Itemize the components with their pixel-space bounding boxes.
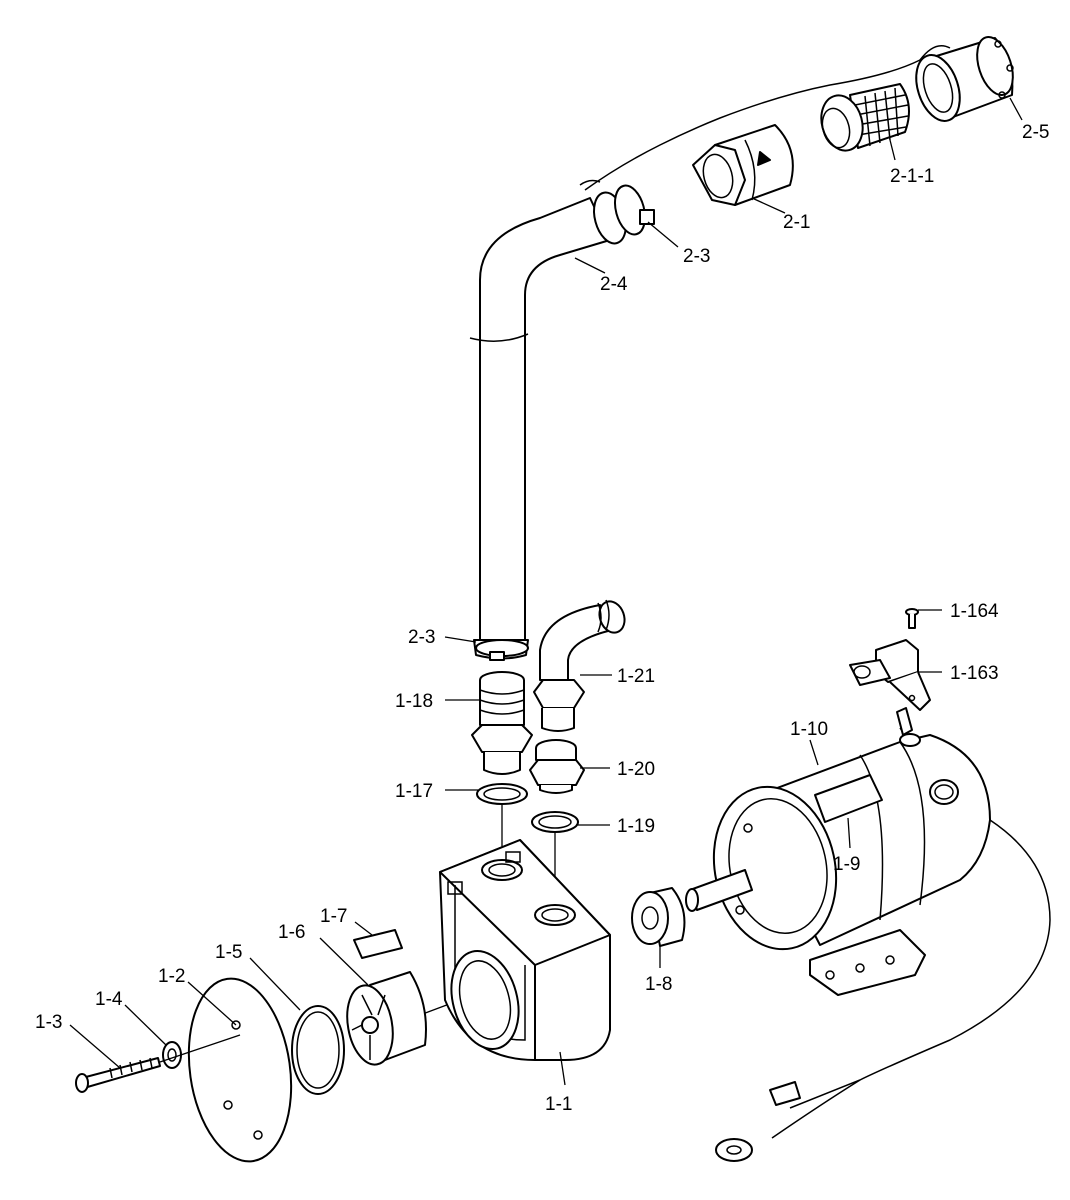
part-1-19-oring [531,811,579,833]
part-1-10-motor [685,727,991,996]
toggle-switch [896,707,921,747]
part-1-21-elbow [533,599,626,732]
label-1-19: 1-19 [617,816,655,837]
label-2-3-top: 2-3 [683,246,710,267]
part-2-1-valve [692,124,794,206]
part-1-164-screw [905,608,919,629]
axis-line-cover [159,1034,241,1063]
label-1-7: 1-7 [320,906,347,927]
part-2-3-clamp-bottom [473,639,529,661]
part-1-1-pump-housing [439,839,611,1061]
label-1-5: 1-5 [215,942,242,963]
wire-tie [584,45,951,191]
part-1-18-nipple [471,671,533,775]
part-1-5-oring [291,1005,345,1095]
label-1-9: 1-9 [833,854,860,875]
part-2-4-hose [469,197,611,641]
label-1-163: 1-163 [950,663,999,684]
label-2-4: 2-4 [600,274,628,295]
part-2-3-clamp-top [579,179,655,245]
part-2-1-1-mesh-filter [820,83,910,152]
part-1-8-coupling [631,887,686,947]
label-1-1: 1-1 [545,1094,572,1115]
label-1-4: 1-4 [95,989,123,1010]
label-1-164: 1-164 [950,601,999,622]
part-1-3-screw [75,1057,161,1093]
part-1-4-washer [162,1041,182,1069]
part-1-20-fitting [529,739,585,794]
label-1-10: 1-10 [790,719,828,740]
part-1-163-bracket [849,639,931,711]
label-1-18: 1-18 [395,691,433,712]
label-1-2: 1-2 [158,966,185,987]
part-1-7-key [353,929,403,959]
part-2-5-sleeve [915,36,1014,122]
part-1-17-oring [476,783,528,805]
label-1-20: 1-20 [617,759,655,780]
leader-lines [69,97,1023,1086]
part-1-6-impeller [346,971,427,1066]
power-cable [715,819,1051,1162]
label-2-1-1: 2-1-1 [890,166,934,187]
label-1-8: 1-8 [645,974,672,995]
label-2-5: 2-5 [1022,122,1049,143]
label-2-3-bottom: 2-3 [408,627,435,648]
label-1-6: 1-6 [278,922,305,943]
label-1-21: 1-21 [617,666,655,687]
label-1-17: 1-17 [395,781,433,802]
label-2-1: 2-1 [783,212,810,233]
part-1-2-cover-plate [187,977,293,1163]
label-1-3: 1-3 [35,1012,62,1033]
